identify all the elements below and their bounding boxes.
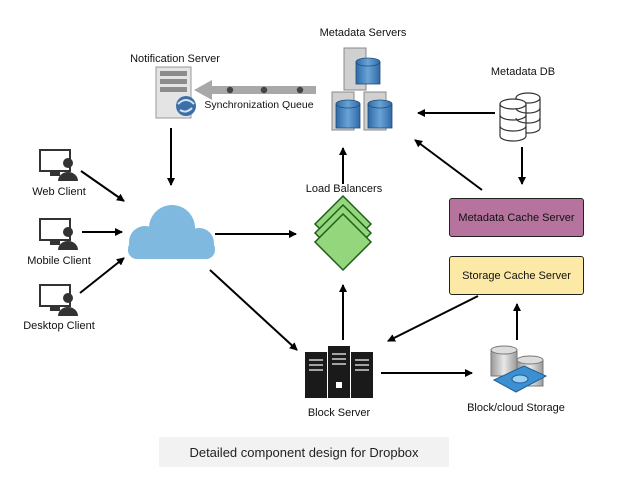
mobile-client-label: Mobile Client bbox=[27, 255, 91, 267]
storage-drive-icon bbox=[490, 345, 548, 393]
load-balancers-label: Load Balancers bbox=[305, 183, 383, 195]
arrow-cloud-to-block bbox=[209, 269, 298, 351]
server-tower-icon bbox=[155, 66, 196, 119]
database-cylinder-icon bbox=[499, 92, 541, 142]
notification-server-label: Notification Server bbox=[130, 53, 220, 65]
metadata-servers-label: Metadata Servers bbox=[319, 27, 407, 39]
arrow-desktop-to-cloud bbox=[79, 257, 125, 294]
diagram-caption: Detailed component design for Dropbox bbox=[159, 437, 449, 467]
cloud-icon bbox=[128, 205, 215, 259]
metadata-cache-server-box: Metadata Cache Server bbox=[449, 198, 584, 237]
server-rack-icon bbox=[305, 346, 373, 398]
sync-queue-label: Synchronization Queue bbox=[204, 99, 314, 111]
arrow-web-to-cloud bbox=[80, 170, 125, 202]
arrow-storage-cache-to-block bbox=[387, 295, 479, 342]
database-server-icon bbox=[331, 47, 393, 131]
monitor-user-icon bbox=[39, 149, 78, 181]
block-cloud-storage-label: Block/cloud Storage bbox=[467, 402, 565, 414]
monitor-user-icon bbox=[39, 284, 78, 316]
arrow-cache-to-metadata bbox=[414, 139, 483, 191]
stacked-diamond-icon bbox=[313, 194, 373, 272]
desktop-client-label: Desktop Client bbox=[23, 320, 95, 332]
storage-cache-server-box: Storage Cache Server bbox=[449, 256, 584, 295]
metadata-db-label: Metadata DB bbox=[490, 66, 556, 78]
sync-queue-arrow bbox=[194, 80, 316, 100]
connector-arrows bbox=[79, 109, 526, 377]
web-client-label: Web Client bbox=[32, 186, 86, 198]
block-server-label: Block Server bbox=[307, 407, 371, 419]
monitor-user-icon bbox=[39, 218, 78, 250]
